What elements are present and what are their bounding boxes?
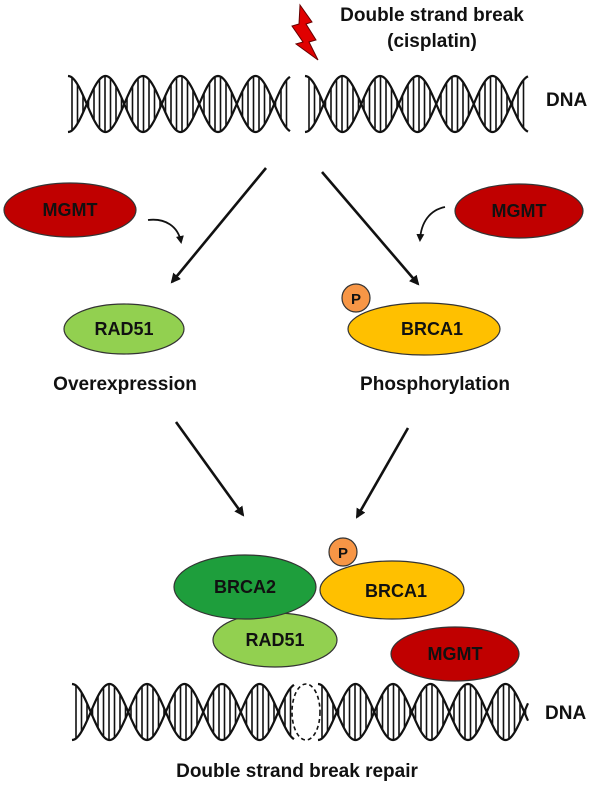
rad51-node-left: RAD51 [63,303,185,355]
phosphorylation-caption: Phosphorylation [360,374,510,395]
dna-strand [304,74,529,134]
break-title-line1: Double strand break [340,5,524,26]
mgmt-node-complex: MGMT [390,626,520,682]
phospho-badge-right: P [341,283,371,313]
dna-strand [317,682,530,742]
phospho-badge-complex: P [328,537,358,567]
phospho-right-label: P [351,291,361,308]
dna-strand [304,74,529,134]
rad51-node-complex: RAD51 [212,612,338,668]
break-title-line2: (cisplatin) [387,31,477,52]
rad51-left-label: RAD51 [94,319,153,339]
brca2-node-complex: BRCA2 [173,554,317,620]
dna-helix-top-left [67,74,291,134]
dna-helix-top-right [304,74,529,134]
mgmt-node-right: MGMT [454,183,584,239]
dna-strand [317,682,530,742]
repair-caption: Double strand break repair [176,761,418,782]
dna-strand [71,682,295,742]
brca2-complex-label: BRCA2 [214,577,276,597]
arrow-to-brca1 [321,171,420,286]
repair-gap-dashed [291,683,321,741]
brca1-node-complex: BRCA1 [319,560,465,620]
dna-helix-bottom-left [71,682,295,742]
mgmt-right-label: MGMT [492,201,547,221]
curved-arrow-right [416,206,446,242]
overexpression-caption: Overexpression [53,374,197,395]
rad51-complex-label: RAD51 [245,630,304,650]
dna-strand [67,74,291,134]
mgmt-left-label: MGMT [43,200,98,220]
arrow-left-to-complex [174,421,245,517]
curved-arrow-left [147,218,184,244]
dna-helix-bottom-right [317,682,530,742]
arrow-to-rad51 [170,167,268,284]
dna-strand [71,682,295,742]
dna-label-bottom: DNA [545,703,586,724]
brca1-complex-label: BRCA1 [365,581,427,601]
brca1-node-right: BRCA1 [347,302,501,356]
arrow-right-to-complex [355,427,410,519]
phospho-complex-label: P [338,545,348,562]
mgmt-complex-label: MGMT [428,644,483,664]
brca1-right-label: BRCA1 [401,319,463,339]
dna-label-top: DNA [546,90,587,111]
dna-strand [67,74,291,134]
mgmt-node-left: MGMT [3,182,137,238]
lightning-icon [291,3,319,61]
